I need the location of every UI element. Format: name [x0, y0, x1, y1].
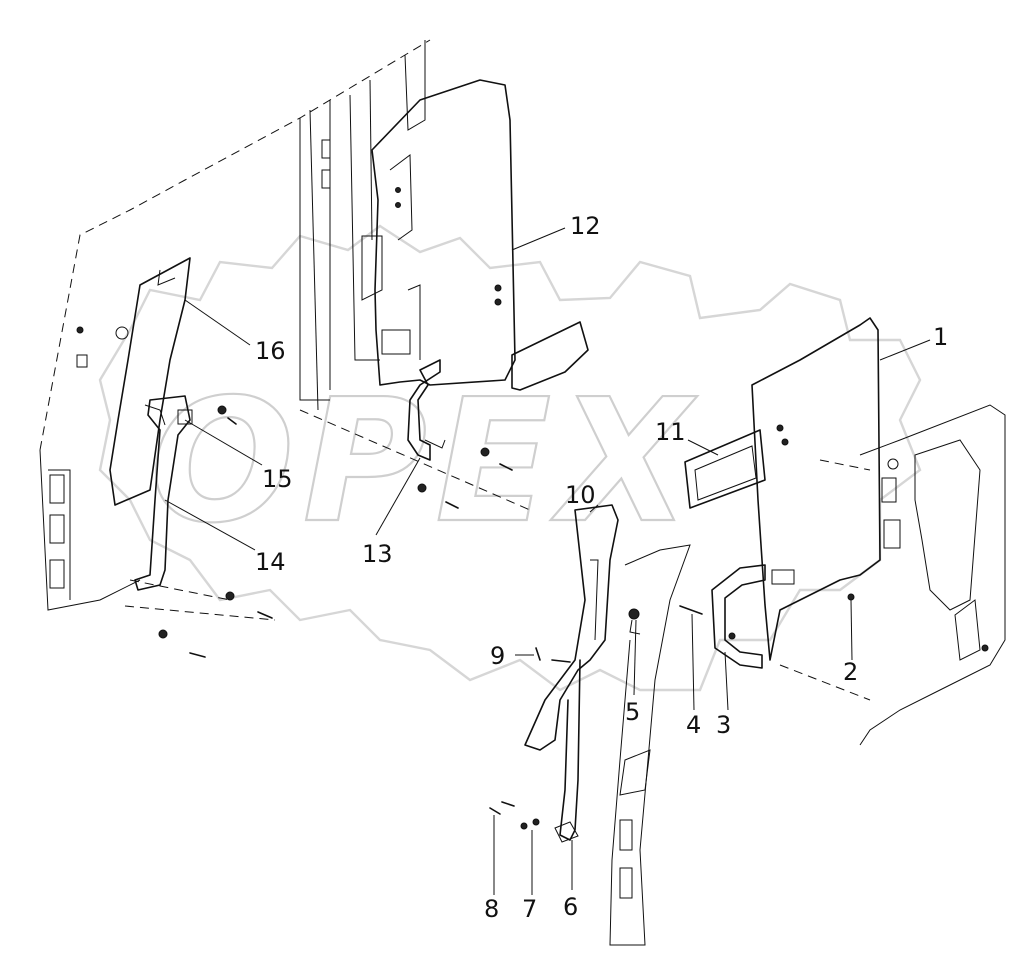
leader-3 — [724, 651, 729, 711]
callout-15: 15 — [262, 465, 293, 493]
callout-1: 1 — [933, 323, 948, 351]
callout-14: 14 — [255, 548, 286, 576]
leader-12 — [511, 227, 566, 251]
grab-handle-14 — [134, 395, 193, 591]
fastener-9 — [535, 647, 571, 663]
panel-1-guide-line — [819, 459, 871, 471]
callout-2: 2 — [843, 658, 858, 686]
bottom-left-bolts — [124, 579, 276, 658]
leader-4 — [691, 613, 695, 711]
bolt-4 — [679, 605, 703, 615]
watermark-text: OPEX — [150, 363, 698, 561]
grab-handle-13 — [299, 359, 531, 511]
lower-trim-pad — [511, 321, 589, 391]
leader-13 — [375, 457, 421, 536]
callout-labels: 1 2 3 4 5 6 7 8 9 10 11 12 13 14 15 16 — [255, 212, 948, 923]
door-pillar — [609, 544, 691, 946]
leader-15 — [184, 419, 263, 466]
callout-16: 16 — [255, 337, 286, 365]
callout-5: 5 — [625, 698, 640, 726]
leader-10 — [589, 504, 599, 513]
side-panel-1 — [859, 404, 1006, 746]
leader-5 — [633, 619, 637, 696]
leader-2 — [850, 599, 853, 661]
leader-lines — [164, 227, 931, 895]
callout-7: 7 — [522, 895, 537, 923]
leader-14 — [164, 499, 256, 551]
fasteners-15 — [217, 405, 237, 425]
callout-12: 12 — [570, 212, 601, 240]
leader-11 — [687, 439, 719, 456]
callout-8: 8 — [484, 895, 499, 923]
fasteners-7-8 — [489, 801, 540, 830]
rear-wall-panel — [39, 39, 431, 611]
callout-13: 13 — [362, 540, 393, 568]
watermark: OPEX — [98, 224, 922, 692]
grab-handle-3 — [711, 564, 766, 669]
leader-1 — [879, 339, 931, 361]
callout-9: 9 — [490, 642, 505, 670]
upper-trim-panel-12 — [371, 79, 516, 386]
callout-3: 3 — [716, 711, 731, 739]
callout-6: 6 — [563, 893, 578, 921]
clip-5 — [628, 608, 641, 635]
watermark-gear-outline — [98, 224, 922, 692]
pillar-trim-16 — [109, 257, 191, 506]
right-trim-panel-11 — [684, 317, 881, 661]
callout-4: 4 — [686, 711, 701, 739]
panel-1-bottom-guide — [779, 664, 871, 701]
leader-16 — [184, 299, 251, 346]
screw-2 — [847, 593, 855, 601]
callout-10: 10 — [565, 481, 596, 509]
callout-11: 11 — [655, 418, 686, 446]
pillar-trim-10 — [524, 504, 619, 843]
